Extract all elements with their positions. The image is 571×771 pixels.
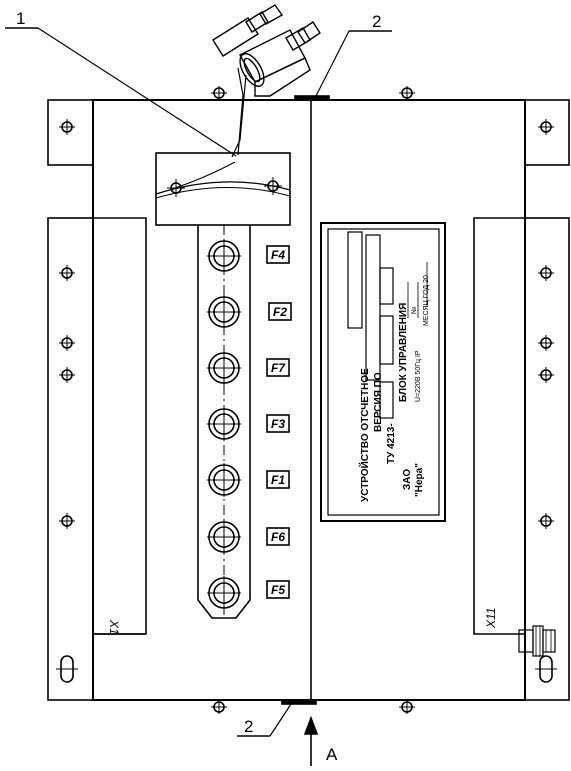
mount-hole-icon [59,513,75,529]
fuse-holder-icon[interactable] [207,520,241,554]
top-cable-connector [212,4,321,158]
fuse-row-1 [207,295,241,329]
mount-hole-icon [538,265,554,281]
fuse-row-3 [207,407,241,441]
nameplate-company-name: "Нера" [414,463,425,497]
nameplate-serial: № [411,306,418,314]
bottom-left-screw-icon [211,700,227,714]
callout-2-bottom-number: 2 [244,717,253,736]
callout-1: 1 [5,9,237,157]
fuse-label-f4: F4 [266,245,290,264]
view-arrow: A [303,715,338,766]
right-cable-gland [518,625,556,657]
nameplate-product: БЛОК УПРАВЛЕНИЯ [398,303,409,402]
fuse-label-text: F6 [271,530,285,544]
fuse-label-text: F1 [271,473,285,487]
fuse-label-f6: F6 [266,527,290,546]
mount-hole-icon [538,335,554,351]
fuse-holder-icon[interactable] [207,463,241,497]
nameplate-power: U=220В 50Гц IP [415,350,422,402]
fuse-label-f3: F3 [266,414,290,433]
fuse-row-0 [207,239,241,273]
fuse-label-f5: F5 [266,580,290,599]
fuse-label-text: F3 [271,417,285,431]
fuse-holder-icon[interactable] [207,239,241,273]
view-label: A [326,745,338,764]
fuse-holder-icon[interactable] [207,576,241,610]
fuse-holder-icon[interactable] [207,407,241,441]
callout-2-top: 2 [315,12,392,97]
top-seal [294,95,330,101]
fuse-holder-icon[interactable] [207,351,241,385]
fuse-label-text: F2 [273,305,287,319]
mount-hole-icon [538,513,554,529]
fuse-row-6 [207,576,241,610]
nameplate-company: ЗАО [402,469,413,490]
fuse-label-f1: F1 [266,470,290,489]
fuse-row-4 [207,463,241,497]
callout-1-number: 1 [16,9,25,28]
connector-label-left: X1 [107,619,121,635]
slot-hole-icon [56,655,78,683]
fuse-row-5 [207,520,241,554]
nameplate: УСТРОЙСТВО ОТСЧЕТНОЕ ВЕРСИЯ ПО БЛОК УПРА… [320,222,446,522]
fuse-label-text: F4 [271,248,285,262]
bottom-seal [281,699,317,705]
nameplate-spec: ТУ 4213- [386,423,397,464]
fuse-label-text: F5 [271,583,285,597]
nameplate-version: ВЕРСИЯ ПО [373,372,384,432]
mount-hole-icon [538,367,554,383]
top-left-screw-icon [211,86,227,100]
fuse-holder-icon[interactable] [207,295,241,329]
right-side-plate [524,217,570,701]
connector-label-right: X11 [484,608,498,629]
mount-hole-icon [59,367,75,383]
callout-2-bottom: 2 [237,703,292,737]
main-housing [92,86,526,714]
fuse-label-f2: F2 [268,302,292,321]
right-top-mounting-bracket [524,99,570,166]
left-top-mounting-bracket [47,99,94,166]
mount-hole-icon [59,335,75,351]
fuse-label-text: F7 [271,361,286,375]
nameplate-title: УСТРОЙСТВО ОТСЧЕТНОЕ [358,368,371,502]
fuse-row-2 [207,351,241,385]
top-right-screw-icon [399,86,415,100]
fuse-block [155,152,291,619]
mount-hole-icon [59,265,75,281]
bottom-right-screw-icon [399,700,415,714]
slot-hole-icon [535,655,557,683]
nameplate-date: МЕСЯЦ ГОД 20 [423,275,430,326]
fuse-label-f7: F7 [266,358,290,377]
fuse-block-screw-icon [264,177,282,195]
fuse-block-screw-icon [167,179,185,197]
left-side-plate [47,217,94,701]
callout-2-top-number: 2 [372,12,381,31]
